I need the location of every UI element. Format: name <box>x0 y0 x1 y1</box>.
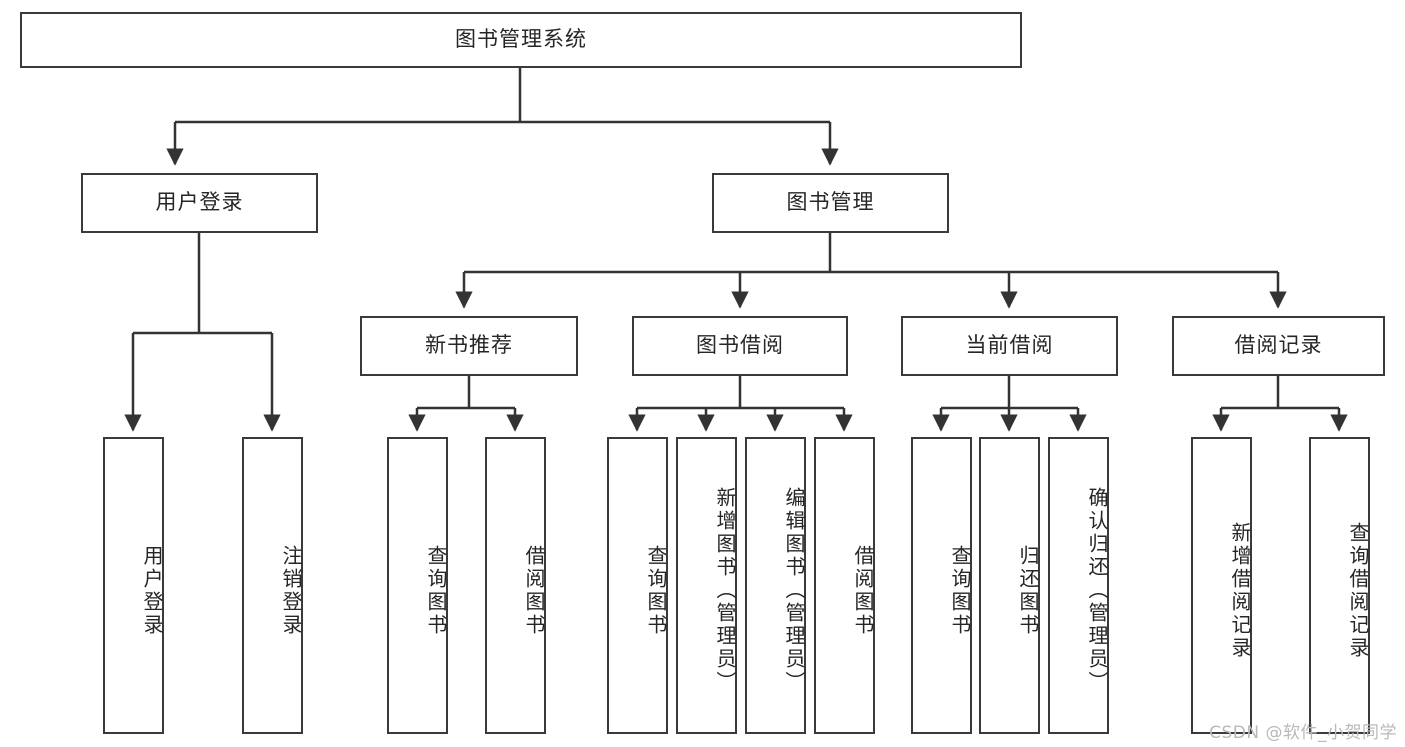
node-label: 确认归还（管理员） <box>1085 487 1109 694</box>
node-current-borrow[interactable]: 当前借阅 <box>901 316 1118 376</box>
node-label: 归还图书 <box>1016 544 1040 637</box>
leaf-borrow-borrow-book[interactable]: 借阅图书 <box>814 437 875 734</box>
leaf-user-login-signin[interactable]: 用户登录 <box>103 437 164 734</box>
node-new-book-recommend[interactable]: 新书推荐 <box>360 316 578 376</box>
node-label: 借阅图书 <box>522 544 546 637</box>
node-label: 新增图书（管理员） <box>713 487 737 694</box>
leaf-borrow-edit-book-admin[interactable]: 编辑图书（管理员） <box>745 437 806 734</box>
leaf-current-return-book[interactable]: 归还图书 <box>979 437 1040 734</box>
node-book-borrow[interactable]: 图书借阅 <box>632 316 848 376</box>
leaf-user-login-signout[interactable]: 注销登录 <box>242 437 303 734</box>
leaf-current-confirm-return-admin[interactable]: 确认归还（管理员） <box>1048 437 1109 734</box>
node-root[interactable]: 图书管理系统 <box>20 12 1022 68</box>
node-label: 当前借阅 <box>965 333 1054 358</box>
node-label: 注销登录 <box>279 544 303 637</box>
node-book-management[interactable]: 图书管理 <box>712 173 949 233</box>
node-label: 新增借阅记录 <box>1228 521 1252 660</box>
node-label: 查询图书 <box>948 544 972 637</box>
node-label: 查询图书 <box>644 544 668 637</box>
leaf-current-query-book[interactable]: 查询图书 <box>911 437 972 734</box>
node-label: 新书推荐 <box>425 333 513 358</box>
leaf-records-add-record[interactable]: 新增借阅记录 <box>1191 437 1252 734</box>
node-label: 用户登录 <box>140 544 164 637</box>
node-borrow-records[interactable]: 借阅记录 <box>1172 316 1385 376</box>
node-label: 图书借阅 <box>696 333 784 358</box>
leaf-records-query-record[interactable]: 查询借阅记录 <box>1309 437 1370 734</box>
node-label: 图书管理 <box>786 190 875 215</box>
node-label: 查询图书 <box>424 544 448 637</box>
leaf-borrow-add-book-admin[interactable]: 新增图书（管理员） <box>676 437 737 734</box>
leaf-new-book-query[interactable]: 查询图书 <box>387 437 448 734</box>
leaf-borrow-query-book[interactable]: 查询图书 <box>607 437 668 734</box>
node-label: 图书管理系统 <box>455 27 587 52</box>
node-label: 借阅图书 <box>851 544 875 637</box>
node-label: 借阅记录 <box>1234 333 1323 358</box>
node-label: 编辑图书（管理员） <box>782 487 806 694</box>
leaf-new-book-borrow[interactable]: 借阅图书 <box>485 437 546 734</box>
node-label: 用户登录 <box>155 190 244 215</box>
watermark-text: CSDN @软件_小贺同学 <box>1209 723 1397 743</box>
node-user-login[interactable]: 用户登录 <box>81 173 318 233</box>
node-label: 查询借阅记录 <box>1346 521 1370 660</box>
